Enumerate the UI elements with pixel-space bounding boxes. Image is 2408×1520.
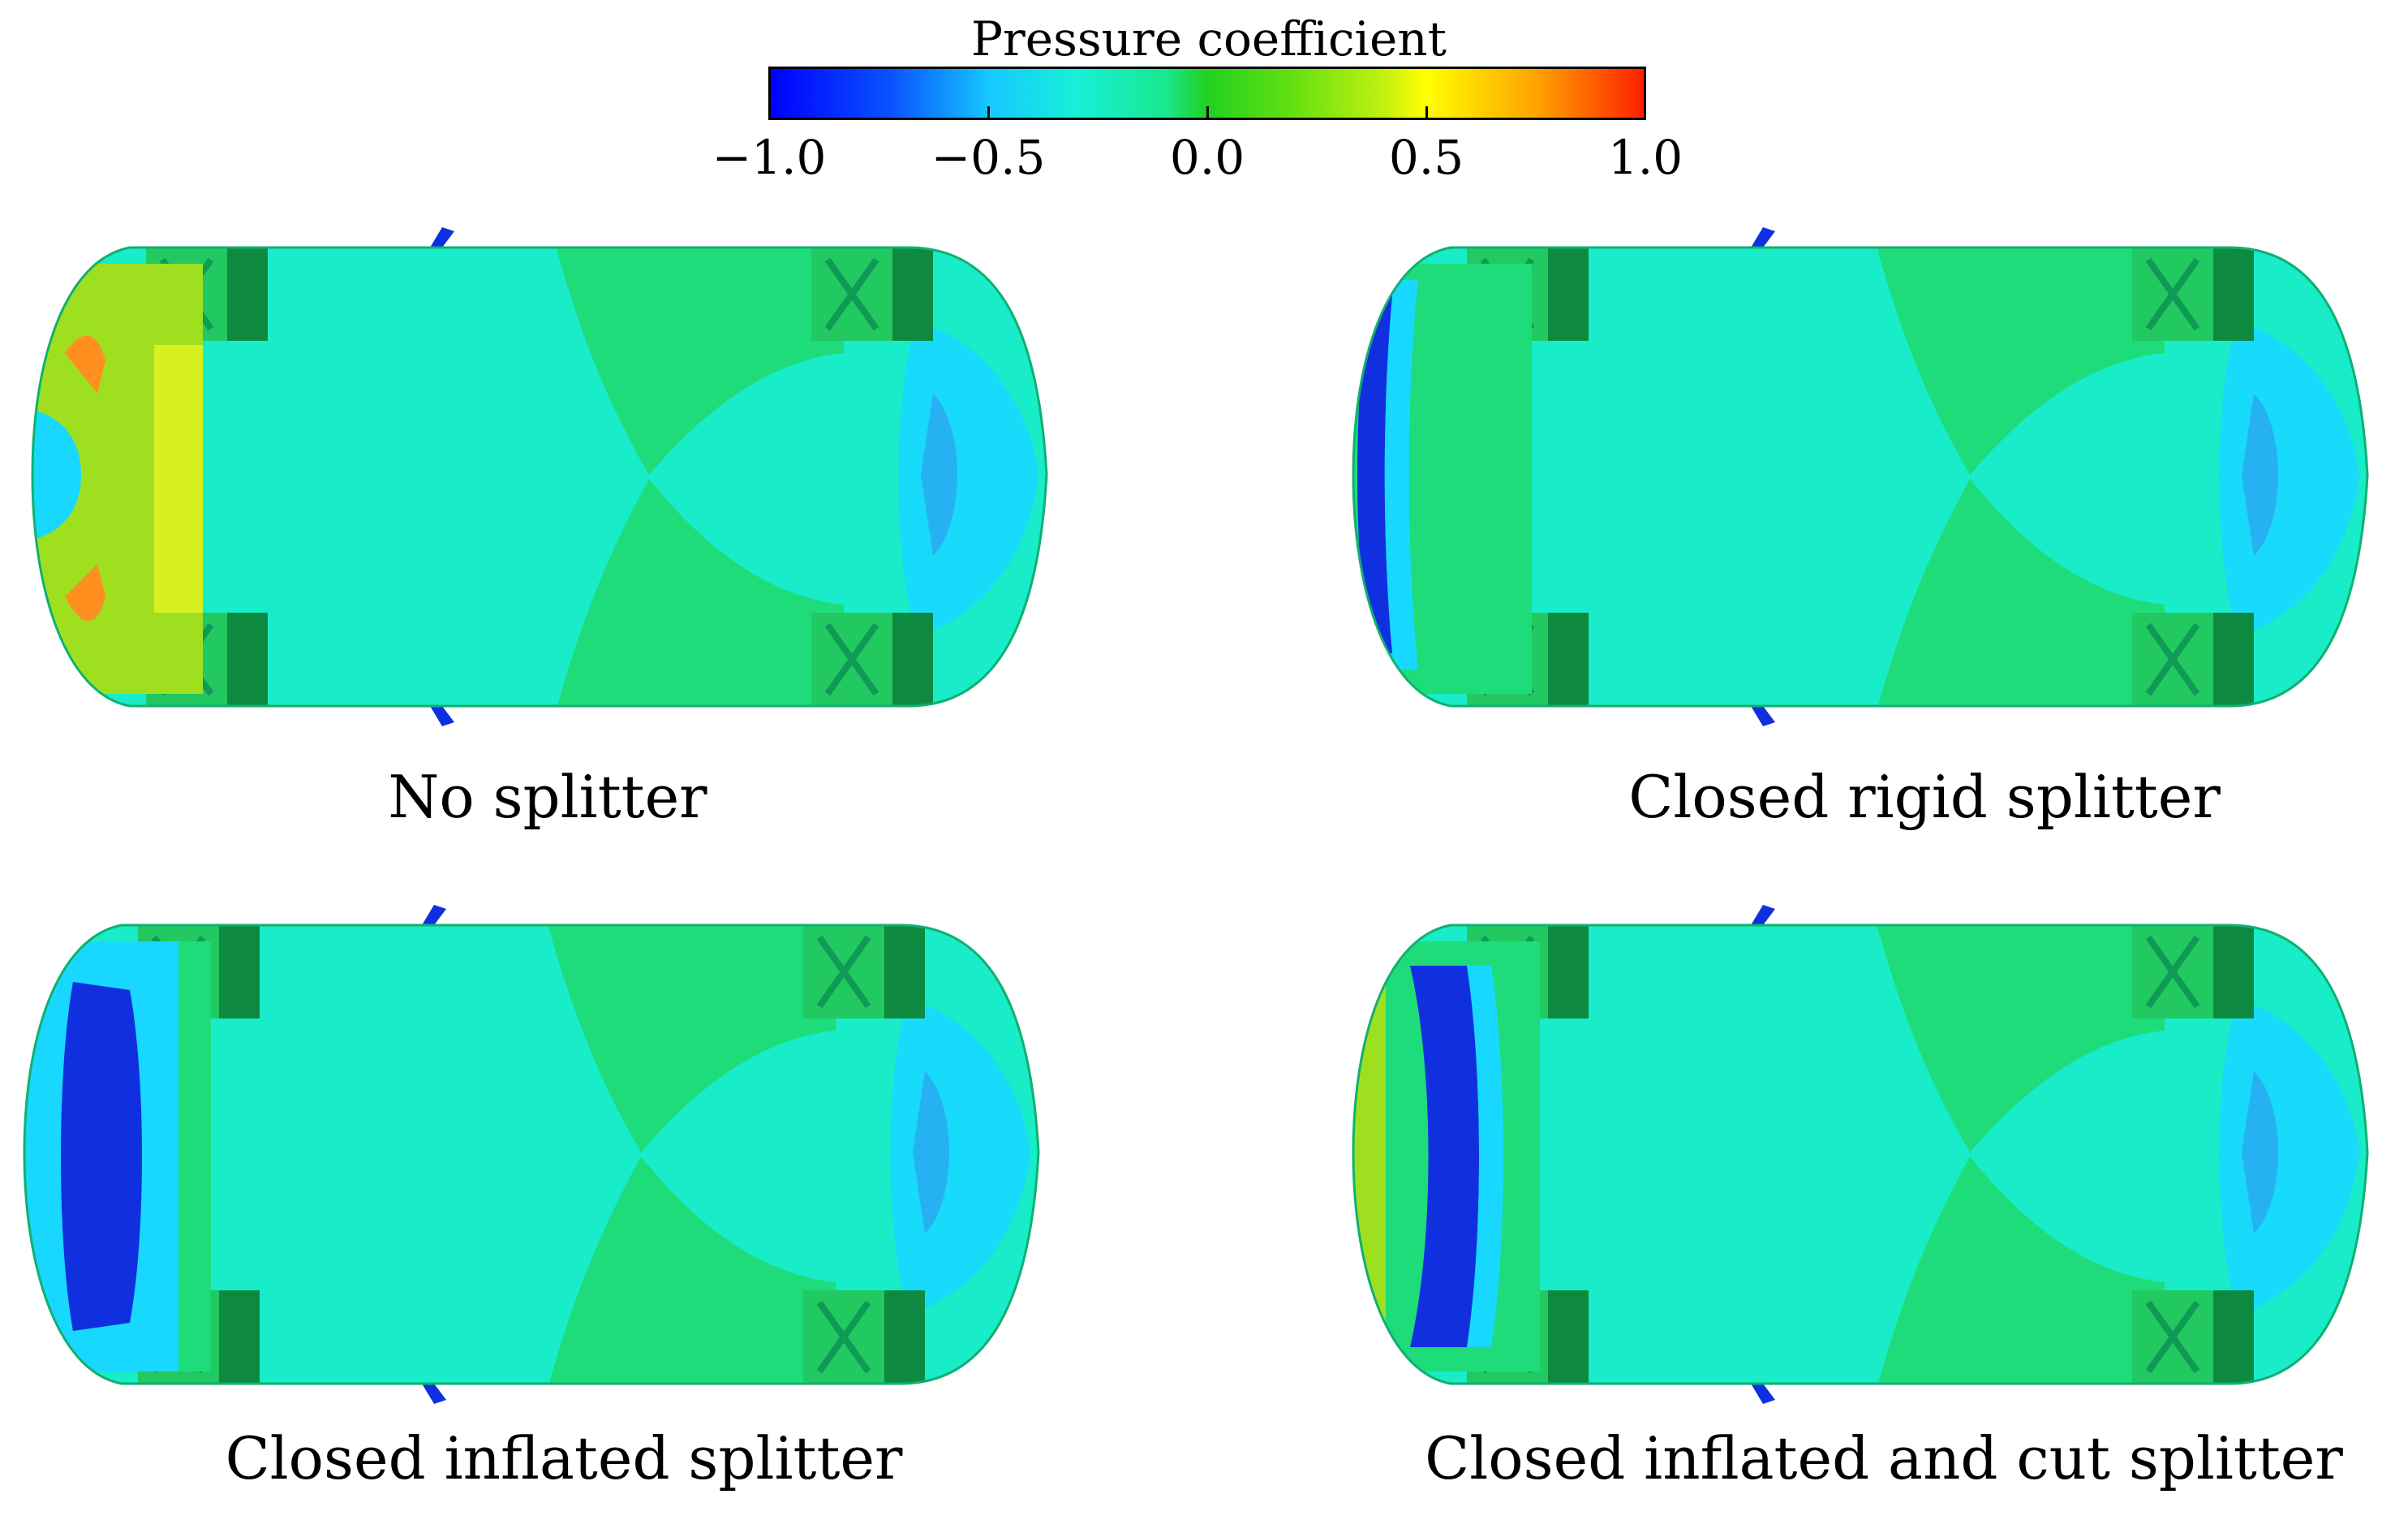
colorbar-tick-label: −0.5 xyxy=(931,130,1046,185)
wheel-shadow xyxy=(1548,1290,1589,1384)
car-underbody-no-splitter xyxy=(31,227,1048,726)
pressure-zone xyxy=(552,479,844,706)
car-outline xyxy=(1352,246,2369,708)
front-low-zone xyxy=(61,982,142,1331)
front-low-zone xyxy=(1410,966,1479,1347)
rear-diffuser-low xyxy=(913,1071,949,1234)
panel-caption-no-splitter: No splitter xyxy=(388,763,707,831)
rear-diffuser-low xyxy=(2242,394,2278,556)
side-mirror xyxy=(422,905,446,925)
car-outline xyxy=(31,246,1048,708)
rear-diffuser-low xyxy=(2242,1071,2278,1234)
pressure-zone xyxy=(1873,1156,2165,1384)
side-mirror xyxy=(1751,706,1775,726)
wheel-shadow xyxy=(1548,613,1589,706)
side-mirror xyxy=(430,706,454,726)
front-pressure-band xyxy=(178,941,211,1371)
wheel-shadow xyxy=(227,248,268,341)
wheel-shadow xyxy=(219,925,260,1018)
suspension-arm xyxy=(2145,1300,2200,1374)
car-underbody-closed-inflated-splitter xyxy=(23,905,1040,1404)
colorbar-tick-label: 0.5 xyxy=(1388,130,1464,185)
car-underbody-closed-rigid-splitter xyxy=(1352,227,2369,726)
suspension-arm xyxy=(816,935,871,1009)
pressure-zone xyxy=(552,248,844,475)
pressure-zone xyxy=(1873,479,2165,706)
colorbar-tick xyxy=(1644,106,1646,120)
suspension-arm xyxy=(816,1300,871,1374)
suspension-arm xyxy=(2145,622,2200,696)
wheel-shadow xyxy=(892,248,933,341)
wheel-shadow xyxy=(1548,248,1589,341)
front-low-zone xyxy=(1357,296,1394,653)
colorbar-tick xyxy=(987,106,990,120)
pressure-zone xyxy=(544,1156,836,1384)
side-mirror xyxy=(430,227,454,248)
pressure-zone xyxy=(1873,248,2165,475)
colorbar-tick xyxy=(1206,106,1209,120)
pressure-zone xyxy=(1873,925,2165,1152)
colorbar-tick-label: 0.0 xyxy=(1169,130,1245,185)
panel-caption-closed-inflated-splitter: Closed inflated splitter xyxy=(225,1424,903,1492)
car-outline xyxy=(1352,924,2369,1385)
suspension-arm xyxy=(824,257,879,331)
front-mid-zone xyxy=(1467,966,1503,1347)
wheel-shadow xyxy=(892,613,933,706)
stagnation-zone xyxy=(65,564,105,621)
colorbar-tick-label: 1.0 xyxy=(1607,130,1683,185)
wheel-shadow xyxy=(2213,613,2254,706)
wheel-shadow xyxy=(2213,248,2254,341)
colorbar-tick xyxy=(768,106,771,120)
car-outline xyxy=(23,924,1040,1385)
side-mirror xyxy=(1751,905,1775,925)
colorbar-tick xyxy=(1425,106,1428,120)
panel-caption-closed-inflated-cut-splitter: Closed inflated and cut splitter xyxy=(1425,1424,2343,1492)
suspension-arm xyxy=(2145,935,2200,1009)
side-mirror xyxy=(1751,1384,1775,1404)
pressure-zone xyxy=(544,925,836,1152)
wheel-shadow xyxy=(884,925,925,1018)
stagnation-zone xyxy=(65,335,105,394)
front-low-zone xyxy=(32,410,81,540)
front-mid-zone xyxy=(1384,280,1418,670)
side-mirror xyxy=(1751,227,1775,248)
wheel-shadow xyxy=(219,1290,260,1384)
suspension-arm xyxy=(2145,257,2200,331)
side-mirror xyxy=(422,1384,446,1404)
front-edge-zone xyxy=(1353,941,1386,1371)
colorbar-title: Pressure coefficient xyxy=(971,11,1447,67)
car-underbody-closed-inflated-cut-splitter xyxy=(1352,905,2369,1404)
wheel-shadow xyxy=(884,1290,925,1384)
wheel-shadow xyxy=(2213,925,2254,1018)
wheel-shadow xyxy=(2213,1290,2254,1384)
rear-diffuser-low xyxy=(921,394,957,556)
wheel-shadow xyxy=(227,613,268,706)
suspension-arm xyxy=(824,622,879,696)
panel-caption-closed-rigid-splitter: Closed rigid splitter xyxy=(1628,763,2221,831)
wheel-shadow xyxy=(1548,925,1589,1018)
front-pressure-band xyxy=(154,345,203,613)
colorbar-tick-label: −1.0 xyxy=(712,130,827,185)
